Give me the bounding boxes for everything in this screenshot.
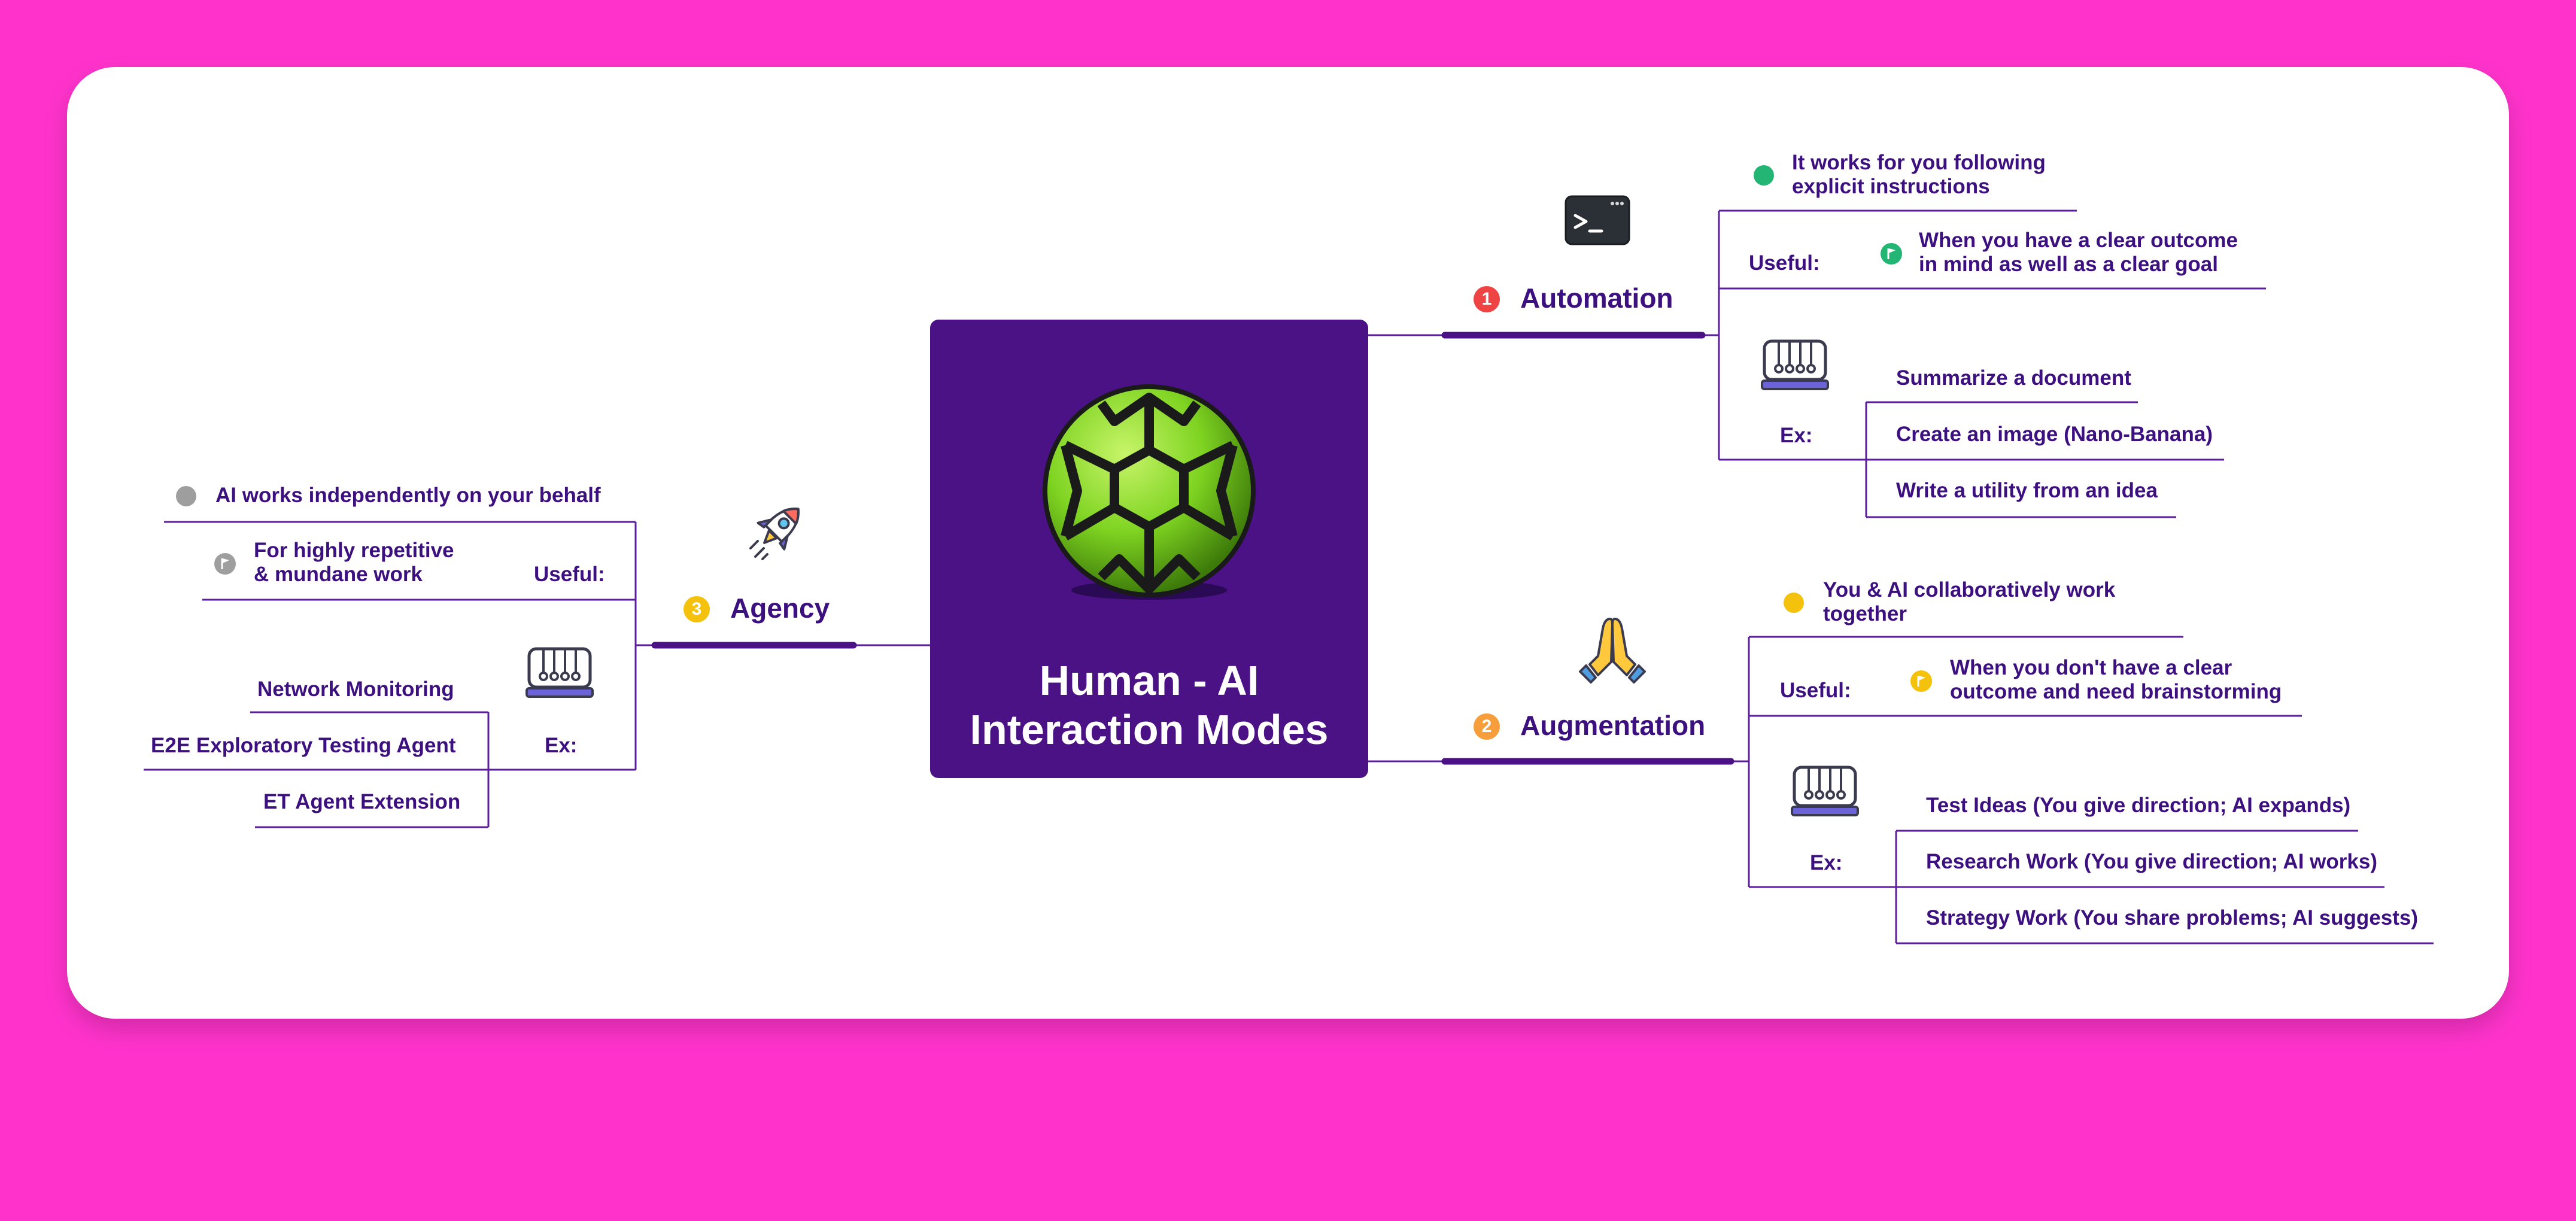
abacus-icon	[525, 646, 594, 699]
augmentation-label: Augmentation	[1520, 710, 1706, 741]
augmentation-useful-label: Useful:	[1780, 679, 1851, 702]
folded-hands-icon	[1578, 613, 1647, 684]
agency-dot	[176, 486, 196, 506]
agency-number: 3	[684, 596, 710, 622]
automation-number: 1	[1474, 286, 1500, 312]
agency-label: Agency	[730, 593, 830, 624]
agency-example-2: E2E Exploratory Testing Agent	[151, 734, 456, 757]
automation-example-2: Create an image (Nano-Banana)	[1896, 423, 2213, 446]
automation-useful-label: Useful:	[1749, 251, 1820, 275]
augmentation-number: 2	[1474, 713, 1500, 740]
augmentation-useful-text: When you don't have a clear outcome and …	[1950, 656, 2282, 703]
rocket-icon	[745, 497, 810, 563]
automation-ex-label: Ex:	[1780, 424, 1813, 447]
flag-icon	[1910, 670, 1932, 692]
augmentation-ex-label: Ex:	[1810, 851, 1843, 874]
center-title: Human - AI Interaction Modes	[930, 656, 1368, 754]
center-title-line1: Human - AI	[1039, 657, 1259, 704]
augmentation-example-3: Strategy Work (You share problems; AI su…	[1926, 906, 2419, 930]
center-node	[930, 320, 1368, 778]
abacus-icon	[1791, 765, 1859, 818]
flag-icon	[1881, 243, 1902, 265]
automation-description: It works for you following explicit inst…	[1792, 151, 2046, 198]
augmentation-example-1: Test Ideas (You give direction; AI expan…	[1926, 794, 2351, 817]
agency-useful-label: Useful:	[534, 563, 605, 586]
center-title-line2: Interaction Modes	[970, 706, 1329, 753]
augmentation-example-2: Research Work (You give direction; AI wo…	[1926, 850, 2377, 873]
terminal-icon	[1565, 195, 1630, 245]
automation-example-1: Summarize a document	[1896, 366, 2131, 390]
soccer-ball-icon	[1043, 384, 1256, 600]
agency-useful-text: For highly repetitive & mundane work	[254, 539, 454, 586]
flag-icon	[214, 553, 236, 575]
agency-example-3: ET Agent Extension	[263, 790, 461, 813]
automation-dot	[1754, 165, 1774, 186]
automation-example-3: Write a utility from an idea	[1896, 479, 2158, 502]
augmentation-dot	[1784, 593, 1804, 613]
agency-description: AI works independently on your behalf	[215, 484, 601, 507]
augmentation-description: You & AI collaboratively work together	[1823, 578, 2116, 625]
automation-label: Automation	[1520, 283, 1673, 314]
agency-ex-label: Ex:	[545, 734, 578, 757]
abacus-icon	[1761, 339, 1829, 391]
automation-useful-text: When you have a clear outcome in mind as…	[1919, 229, 2238, 276]
agency-example-1: Network Monitoring	[257, 678, 454, 701]
